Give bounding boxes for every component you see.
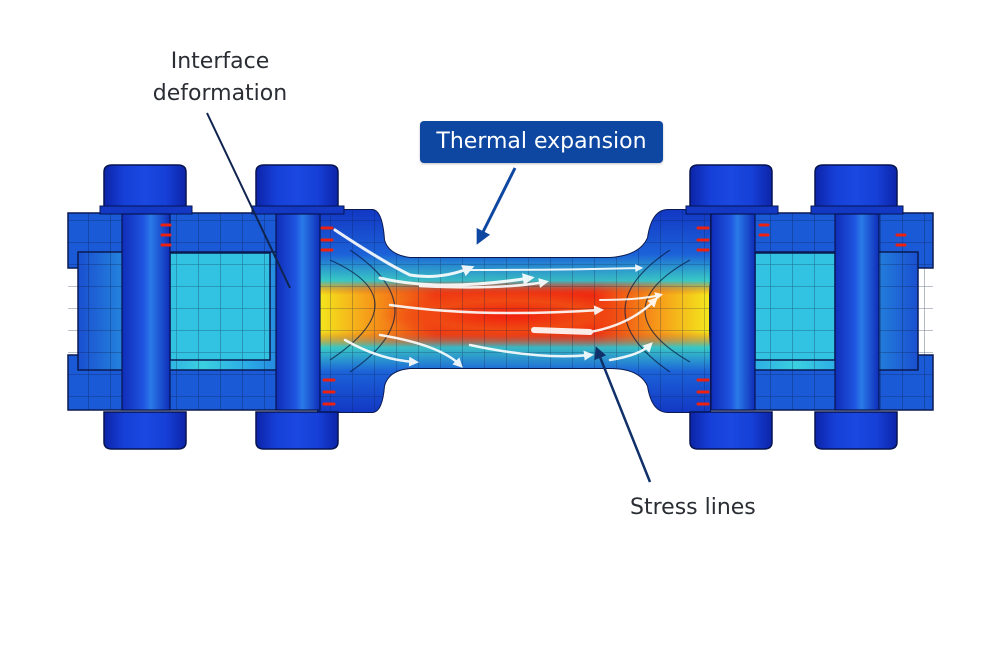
interface-label-line2: deformation <box>152 81 288 106</box>
thread-contact-marks <box>160 223 907 406</box>
thermal-expansion-badge: Thermal expansion <box>420 121 663 163</box>
interface-deformation-label: Interface deformation <box>150 46 290 110</box>
interface-label-line1: Interface <box>170 49 270 74</box>
bolt-4 <box>810 164 904 450</box>
pipe-stress-zone <box>317 209 711 413</box>
stress-line-arrows <box>333 228 664 368</box>
bolt-2 <box>251 164 345 450</box>
stress-lines-label: Stress lines <box>630 495 756 520</box>
stress-leader-arrow <box>594 346 652 483</box>
interface-leader-line <box>206 112 291 289</box>
bolt-1 <box>99 164 193 450</box>
bolt-3 <box>685 164 779 450</box>
thermal-leader-arrow <box>476 167 517 245</box>
